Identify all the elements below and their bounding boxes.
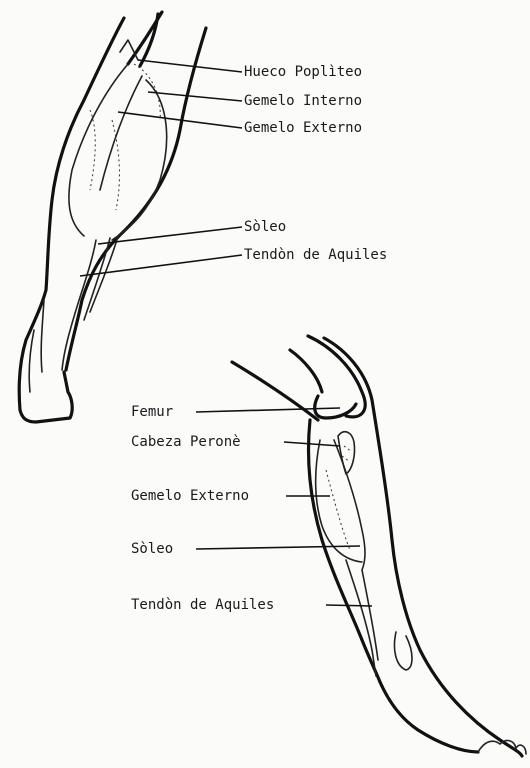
back-leader-lines [80, 60, 242, 276]
label-gemelo-interno: Gemelo Interno [244, 93, 362, 109]
label-soleo-side: Sòleo [131, 541, 173, 557]
back-leg-drawing [19, 12, 206, 422]
label-gemelo-externo-side: Gemelo Externo [131, 488, 249, 504]
label-hueco-popliteo: Hueco Poplìteo [244, 64, 362, 80]
label-soleo-back: Sòleo [244, 219, 286, 235]
label-tendon-aquiles-back: Tendòn de Aquiles [244, 247, 387, 263]
label-gemelo-externo-back: Gemelo Externo [244, 120, 362, 136]
label-femur: Femur [131, 404, 173, 420]
label-cabeza-perone: Cabeza Peronè [131, 434, 241, 450]
label-tendon-aquiles-side: Tendòn de Aquiles [131, 597, 274, 613]
side-leg-drawing [232, 336, 526, 756]
